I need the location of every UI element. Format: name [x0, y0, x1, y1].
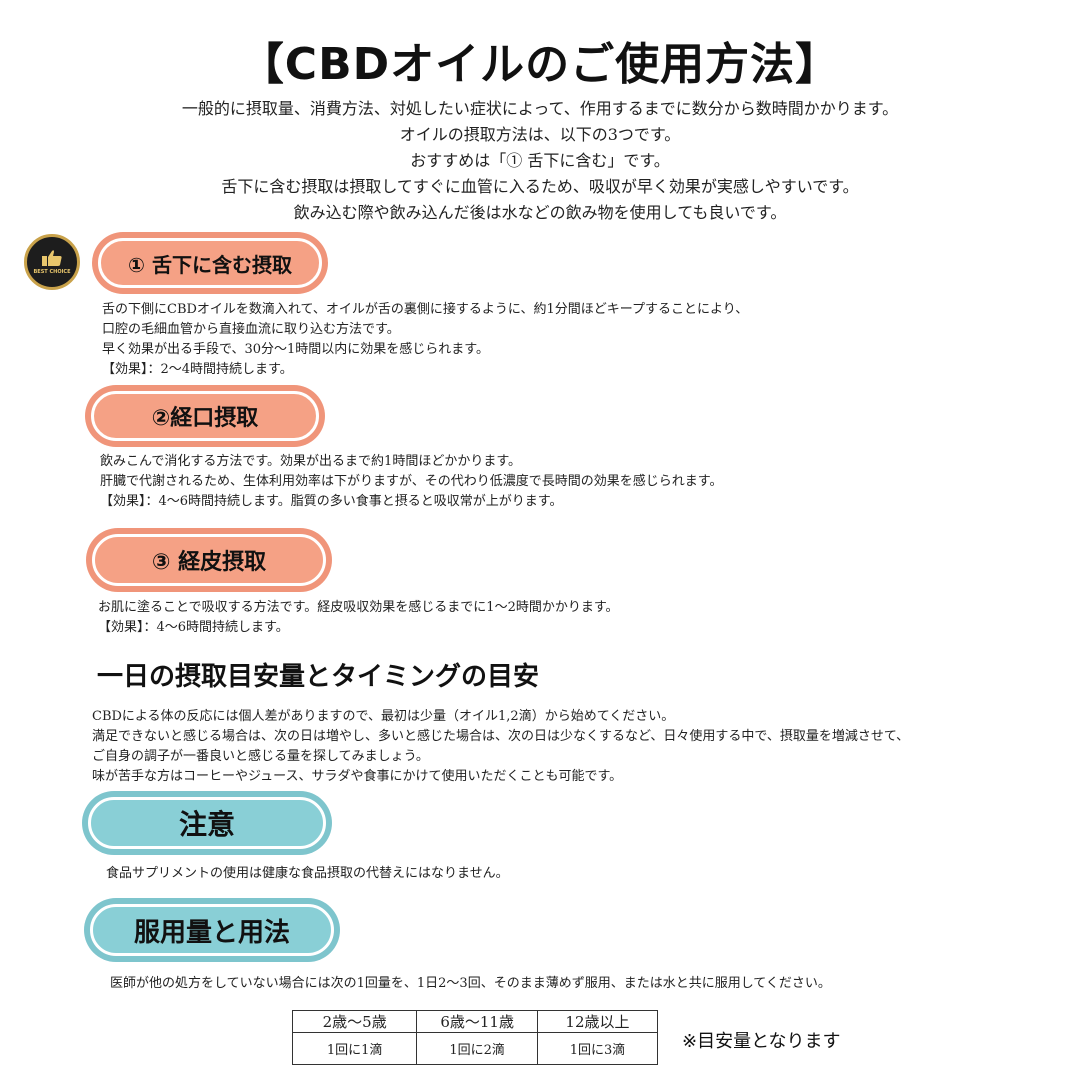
dosage-text: 医師が他の処方をしていない場合には次の1回量を、1日2〜3回、そのまま薄めず服用… [110, 976, 831, 991]
intro-line: 舌下に含む摂取は摂取してすぐに血管に入るため、吸収が早く効果が実感しやすいです。 [221, 177, 859, 196]
best-choice-badge: BEST CHOICE [24, 234, 80, 290]
table-cell: 1回に2滴 [416, 1032, 538, 1065]
body-line: CBDによる体の反応には個人差がありますので、最初は少量（オイル1,2滴）から始… [92, 709, 675, 724]
section-transdermal-label: ③ 経皮摂取 [92, 534, 326, 586]
intro-paragraph: 一般的に摂取量、消費方法、対処したい症状によって、作用するまでに数分から数時間か… [0, 96, 1080, 226]
section-oral-body: 飲みこんで消化する方法です。効果が出るまで約1時間ほどかかります。 肝臓で代謝さ… [100, 452, 722, 512]
body-line: 【効果】：2〜4時間持続します。 [102, 362, 293, 377]
body-line: 早く効果が出る手段で、30分〜1時間以内に効果を感じられます。 [102, 342, 489, 357]
table-header-cell: 2歳〜5歳 [291, 1010, 418, 1033]
section-oral-label: ②経口摂取 [91, 391, 319, 441]
table-cell: 1回に1滴 [291, 1032, 418, 1065]
section-transdermal-body: お肌に塗ることで吸収する方法です。経皮吸収効果を感じるまでに1〜2時間かかります… [98, 598, 619, 638]
table-row: 2歳〜5歳 6歳〜11歳 12歳以上 [291, 1010, 659, 1033]
daily-body: CBDによる体の反応には個人差がありますので、最初は少量（オイル1,2滴）から始… [92, 707, 909, 787]
caution-text: 食品サプリメントの使用は健康な食品摂取の代替えにはなりません。 [106, 866, 509, 881]
body-line: 舌の下側にCBDオイルを数滴入れて、オイルが舌の裏側に接するように、約1分間ほど… [102, 302, 749, 317]
thumbs-up-icon [42, 250, 62, 266]
intro-line: 飲み込む際や飲み込んだ後は水などの飲み物を使用しても良いです。 [293, 203, 787, 222]
body-line: 【効果】：4〜6時間持続します。脂質の多い食事と摂ると吸収常が上がります。 [100, 494, 563, 509]
dosage-label: 服用量と用法 [90, 904, 334, 956]
table-cell: 1回に3滴 [536, 1032, 659, 1065]
intro-line: おすすめは「① 舌下に含む」です。 [410, 151, 670, 170]
caution-header: 注意 [82, 791, 332, 855]
body-line: ご自身の調子が一番良いと感じる量を探してみましょう。 [92, 749, 429, 764]
body-line: お肌に塗ることで吸収する方法です。経皮吸収効果を感じるまでに1〜2時間かかります… [98, 600, 619, 615]
body-line: 肝臓で代謝されるため、生体利用効率は下がりますが、その代わり低濃度で長時間の効果… [100, 474, 723, 489]
body-line: 満足できないと感じる場合は、次の日は増やし、多いと感じた場合は、次の日は少なくす… [92, 729, 910, 744]
dosage-header: 服用量と用法 [84, 898, 340, 962]
body-line: 【効果】：4〜6時間持続します。 [98, 620, 289, 635]
body-line: 飲みこんで消化する方法です。効果が出るまで約1時間ほどかかります。 [100, 454, 522, 469]
page-title: 【CBDオイルのご使用方法】 [239, 39, 841, 90]
section-transdermal-header: ③ 経皮摂取 [86, 528, 332, 592]
section-sublingual-label: ① 舌下に含む摂取 [98, 238, 322, 288]
section-sublingual-body: 舌の下側にCBDオイルを数滴入れて、オイルが舌の裏側に接するように、約1分間ほど… [102, 300, 748, 380]
caution-label: 注意 [88, 797, 326, 849]
dosage-table: 2歳〜5歳 6歳〜11歳 12歳以上 1回に1滴 1回に2滴 1回に3滴 [291, 1010, 659, 1065]
body-line: 味が苦手な方はコーヒーやジュース、サラダや食事にかけて使用いただくことも可能です… [92, 769, 623, 784]
intro-line: オイルの摂取方法は、以下の3つです。 [399, 125, 681, 144]
table-row: 1回に1滴 1回に2滴 1回に3滴 [291, 1032, 659, 1065]
table-header-cell: 6歳〜11歳 [416, 1010, 538, 1033]
intro-line: 一般的に摂取量、消費方法、対処したい症状によって、作用するまでに数分から数時間か… [181, 99, 899, 118]
daily-heading: 一日の摂取目安量とタイミングの目安 [97, 662, 540, 692]
dosage-note: ※目安量となります [682, 1031, 841, 1052]
badge-label: BEST CHOICE [33, 269, 71, 275]
section-sublingual-header: ① 舌下に含む摂取 [92, 232, 328, 294]
body-line: 口腔の毛細血管から直接血流に取り込む方法です。 [102, 322, 400, 337]
section-oral-header: ②経口摂取 [85, 385, 325, 447]
table-header-cell: 12歳以上 [536, 1010, 659, 1033]
